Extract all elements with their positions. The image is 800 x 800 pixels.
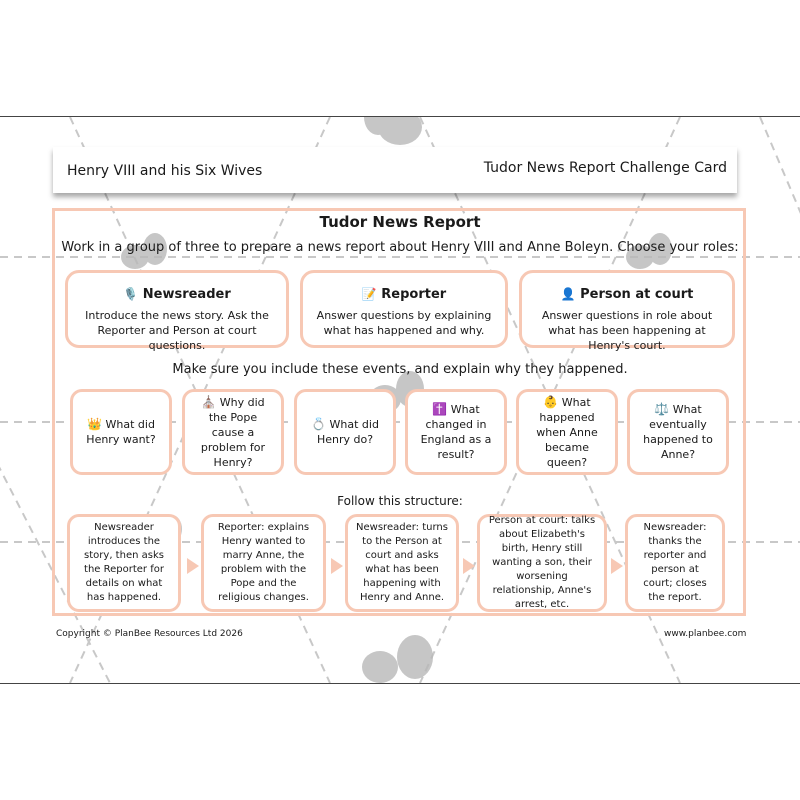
arrow-right-icon — [331, 558, 343, 574]
structure-step: Reporter: explains Henry wanted to marry… — [201, 514, 326, 612]
ring-icon: 💍 — [311, 417, 327, 431]
event-card: ✝️ What changed in England as a result? — [405, 389, 507, 475]
event-card: ⚖️ What eventually happened to Anne? — [627, 389, 729, 475]
person-icon: 👤 — [560, 287, 576, 301]
page-title: Tudor News Report — [319, 213, 481, 231]
structure-prompt: Follow this structure: — [337, 494, 463, 508]
role-description: Answer questions in role about what has … — [541, 309, 713, 352]
arrow-right-icon — [187, 558, 199, 574]
structure-step: Newsreader: turns to the Person at court… — [345, 514, 459, 612]
card-header: Henry VIII and his Six Wives Tudor News … — [53, 147, 737, 193]
role-description: Introduce the news story. Ask the Report… — [85, 309, 269, 352]
events-prompt: Make sure you include these events, and … — [172, 362, 628, 377]
church-icon: ⛪ — [201, 394, 217, 409]
event-card: 💍 What did Henry do? — [294, 389, 396, 475]
intro-text: Work in a group of three to prepare a ne… — [61, 240, 739, 255]
card-title: Tudor News Report Challenge Card — [483, 160, 727, 176]
crown-icon: 👑 — [87, 417, 103, 431]
scales-icon: ⚖️ — [654, 402, 670, 416]
content-frame — [52, 208, 746, 616]
role-card-reporter: 📝 Reporter Answer questions by explainin… — [300, 270, 508, 348]
cross-icon: ✝️ — [432, 402, 448, 416]
role-name: 📝 Reporter — [361, 287, 447, 302]
structure-step: Person at court: talks about Elizabeth's… — [477, 514, 607, 612]
notepad-icon: 📝 — [361, 287, 377, 301]
structure-step: Newsreader introduces the story, then as… — [67, 514, 181, 612]
structure-step: Newsreader: thanks the reporter and pers… — [625, 514, 725, 612]
website-link[interactable]: www.planbee.com — [664, 629, 747, 639]
role-card-person-at-court: 👤 Person at court Answer questions in ro… — [519, 270, 735, 352]
arrow-right-icon — [463, 558, 475, 574]
arrow-right-icon — [611, 558, 623, 574]
copyright-text: Copyright © PlanBee Resources Ltd 2026 — [56, 629, 243, 639]
baby-icon: 👶 — [543, 394, 559, 409]
role-description: Answer questions by explaining what has … — [316, 309, 492, 337]
event-card: 👑 What did Henry want? — [70, 389, 172, 475]
topic-title: Henry VIII and his Six Wives — [67, 163, 263, 179]
role-name: 🎙️ Newsreader — [123, 287, 231, 302]
role-name: 👤 Person at court — [560, 287, 694, 302]
role-card-newsreader: 🎙️ Newsreader Introduce the news story. … — [65, 270, 289, 352]
event-card: 👶 What happened when Anne became queen? — [516, 389, 618, 475]
event-card: ⛪ Why did the Pope cause a problem for H… — [182, 389, 284, 475]
microphone-icon: 🎙️ — [123, 287, 139, 301]
